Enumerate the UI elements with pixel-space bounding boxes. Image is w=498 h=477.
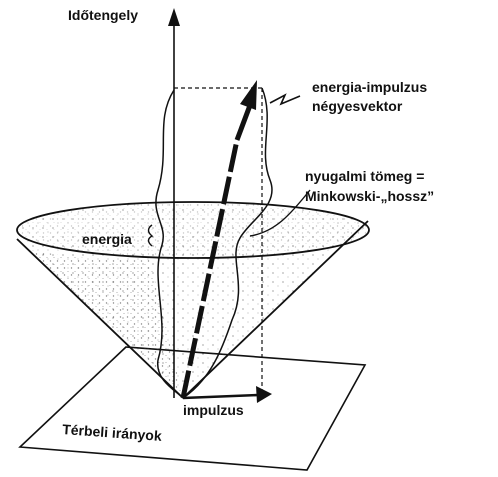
four-vector-label-line2: négyesvektor	[312, 98, 403, 114]
four-vector-arrowhead	[240, 80, 257, 110]
spatial-directions-label: Térbeli irányok	[62, 421, 163, 444]
light-cone-left-edge	[16, 238, 184, 399]
minkowski-length-band	[182, 87, 273, 399]
four-vector-pointer	[269, 93, 301, 106]
spatial-plane	[18, 346, 367, 471]
four-vector-shaft	[180, 139, 240, 399]
cone-shading	[30, 250, 183, 398]
momentum-arrow-shaft	[182, 393, 259, 400]
light-cone-rim-inner	[17, 202, 369, 258]
momentum-arrowhead	[256, 386, 272, 403]
rest-mass-label-line1: nyugalmi tömeg =	[305, 168, 424, 184]
energy-bracket	[147, 224, 154, 247]
time-axis-arrowhead	[168, 8, 180, 26]
momentum-label: impulzus	[183, 402, 244, 418]
rest-mass-label-line2: Minkowski-„hossz”	[305, 188, 434, 204]
energy-band-left	[155, 89, 184, 399]
time-axis-label: Időtengely	[68, 7, 138, 23]
four-vector-label-line1: energia-impulzus	[312, 79, 427, 95]
energy-label: energia	[82, 231, 132, 247]
light-cone-right-edge	[182, 220, 369, 399]
rest-mass-pointer	[249, 189, 311, 237]
